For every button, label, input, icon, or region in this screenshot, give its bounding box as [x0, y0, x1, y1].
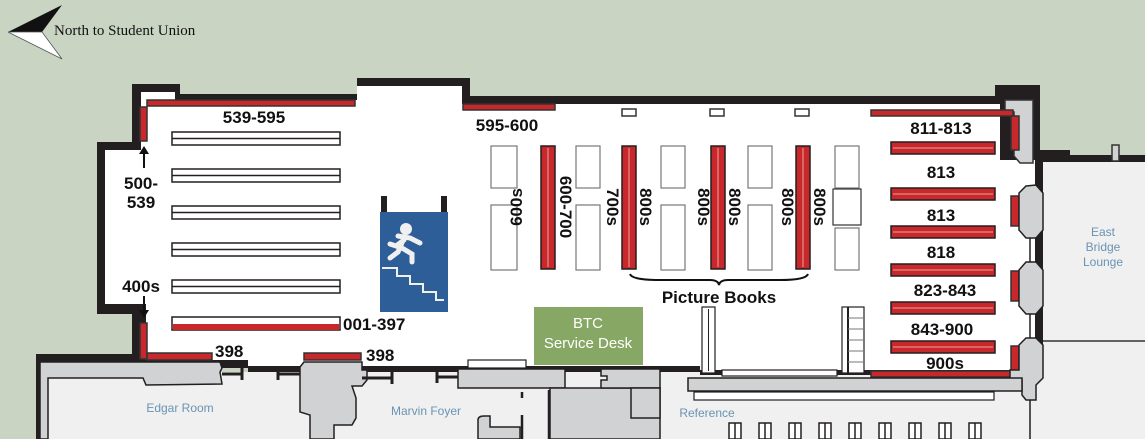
right-stacks	[890, 141, 996, 354]
room-marvin-foyer: Marvin Foyer	[391, 404, 461, 418]
label-001-397: 001-397	[343, 315, 405, 334]
door-markers	[222, 368, 458, 384]
north-label: North to Student Union	[54, 23, 196, 39]
middle-stacks	[540, 145, 811, 270]
label-700s: 700s	[603, 188, 622, 226]
north-arrow-icon	[7, 5, 63, 60]
btc-service-desk[interactable]: BTC Service Desk	[534, 307, 643, 365]
study-tables	[490, 145, 862, 271]
reference-carrels	[728, 422, 982, 439]
label-843-900: 843-900	[911, 320, 973, 339]
left-stacks	[171, 131, 341, 331]
direction-arrows	[139, 146, 149, 318]
label-818: 818	[927, 243, 955, 262]
label-500-539-b: 539	[127, 193, 155, 212]
east-columns	[1009, 184, 1044, 439]
wall-shelves	[139, 99, 1020, 378]
lower-wall-structures	[39, 361, 661, 439]
label-800s-3: 800s	[725, 188, 744, 226]
label-595-600: 595-600	[476, 116, 538, 135]
room-edgar: Edgar Room	[146, 401, 213, 415]
label-811-813: 811-813	[910, 119, 971, 138]
label-823-843: 823-843	[914, 281, 976, 300]
service-desk-line1: BTC	[573, 315, 603, 332]
picture-books-brace	[629, 273, 809, 286]
service-desk-line2: Service Desk	[544, 335, 633, 352]
room-east-bridge-3: Lounge	[1083, 255, 1123, 269]
label-800s-1: 800s	[636, 188, 655, 226]
room-reference: Reference	[679, 406, 735, 420]
label-813-b: 813	[927, 206, 955, 225]
label-398-b: 398	[366, 346, 394, 365]
label-398-a: 398	[215, 342, 243, 361]
label-600s: 600s	[507, 188, 526, 226]
label-800s-4: 800s	[778, 188, 797, 226]
label-400s: 400s	[122, 277, 160, 296]
counter-top	[467, 359, 527, 369]
label-900s: 900s	[926, 354, 964, 373]
label-500-539-a: 500-	[124, 174, 158, 193]
wall-alcoves	[621, 108, 1120, 162]
reference-counter	[687, 306, 1023, 401]
label-813-a: 813	[927, 163, 955, 182]
label-539-595: 539-595	[223, 108, 285, 127]
call-number-labels: 539-595 595-600 500- 539 400s 001-397 39…	[122, 108, 976, 373]
picture-books-label: Picture Books	[662, 288, 776, 307]
label-600-700: 600-700	[556, 176, 575, 238]
room-east-bridge-2: Bridge	[1086, 240, 1121, 254]
stairs-icon	[380, 196, 448, 312]
label-800s-5: 800s	[810, 188, 829, 226]
room-labels: Edgar Room Marvin Foyer Reference East B…	[146, 225, 1123, 420]
label-800s-2: 800s	[694, 188, 713, 226]
room-east-bridge-1: East	[1091, 225, 1116, 239]
